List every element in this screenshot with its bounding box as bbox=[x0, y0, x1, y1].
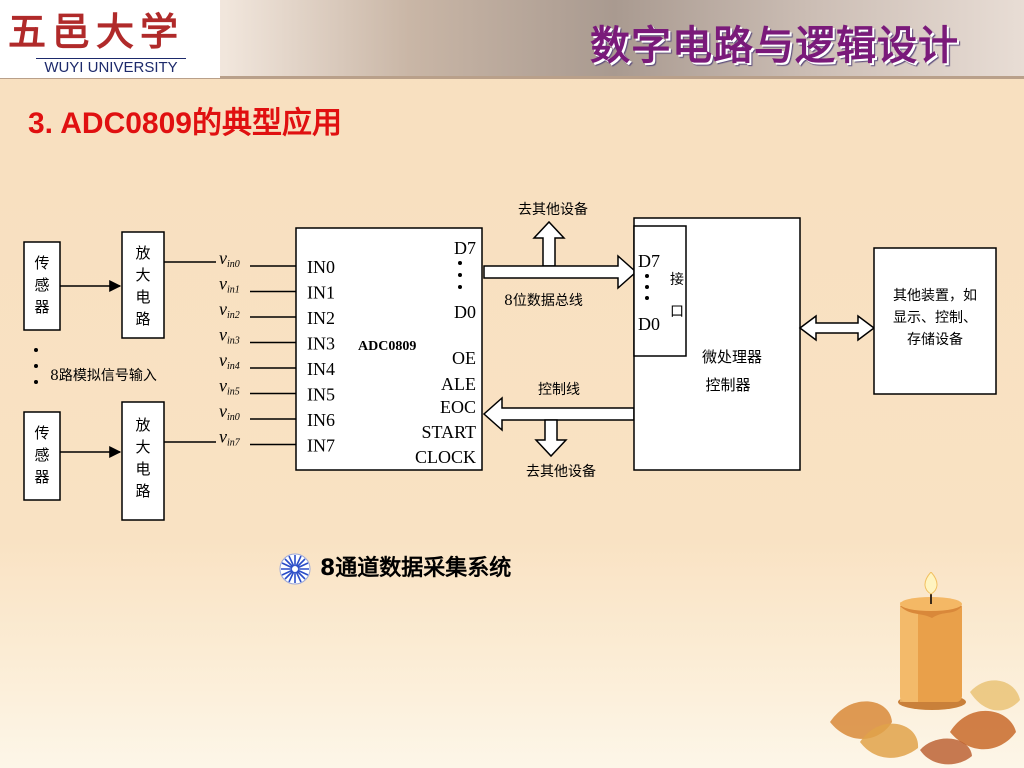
input-signal-label: vin7 bbox=[219, 427, 241, 449]
diagram-caption: 8通道数据采集系统 bbox=[278, 550, 598, 588]
up-arrow-other-devices bbox=[532, 220, 566, 267]
input-signal-label: vin1 bbox=[219, 274, 240, 296]
slide-title: 3. ADC0809的典型应用 bbox=[28, 107, 342, 140]
caption-text: 8通道数据采集系统 bbox=[320, 556, 512, 581]
adc-output-pin: START bbox=[422, 422, 476, 442]
other-devices-top-label: 去其他设备 bbox=[518, 201, 588, 218]
interface-pin-d0: D0 bbox=[638, 314, 660, 334]
input-signal-label: vin4 bbox=[219, 350, 240, 372]
ellipsis-dot bbox=[645, 274, 649, 278]
ellipsis-dot bbox=[645, 285, 649, 289]
interface-label-1: 接 bbox=[670, 271, 684, 288]
sensor-box-2 bbox=[23, 411, 61, 501]
adc-chip-box bbox=[295, 227, 483, 471]
other-devices-box bbox=[873, 247, 997, 395]
adc-input-pin: IN0 bbox=[307, 257, 335, 277]
ellipsis-dot bbox=[34, 348, 38, 352]
sensor-box-1 bbox=[23, 241, 61, 331]
ellipsis-dot bbox=[458, 261, 462, 265]
control-line-arrow bbox=[482, 396, 635, 432]
header-divider bbox=[0, 76, 1024, 79]
adc-output-pin: EOC bbox=[440, 397, 476, 417]
logo-english-text: WUYI UNIVERSITY bbox=[36, 58, 186, 77]
down-arrow-other-devices bbox=[534, 419, 568, 458]
adc-input-pin: IN2 bbox=[307, 308, 335, 328]
ellipsis-dot bbox=[34, 364, 38, 368]
adc-input-pin: IN4 bbox=[307, 359, 335, 379]
interface-label-2: 口 bbox=[670, 304, 684, 320]
input-signal-lines: vin0 vin1 vin2 vin3 vin4 vin5 vin0 vin7 bbox=[219, 248, 296, 449]
ellipsis-dot bbox=[645, 296, 649, 300]
interface-pin-d7: D7 bbox=[638, 251, 660, 271]
input-signal-label: vin0 bbox=[219, 401, 240, 423]
adc-chip-name: ADC0809 bbox=[358, 339, 416, 354]
adc-input-pin: IN7 bbox=[307, 436, 335, 456]
sensor-label-1: 传感器 bbox=[34, 254, 49, 316]
adc-output-pins: OE ALE EOC START CLOCK bbox=[415, 348, 476, 467]
adc-output-pin: CLOCK bbox=[415, 447, 476, 467]
other-devices-line-2: 显示、控制、 bbox=[893, 310, 977, 326]
other-devices-bottom-label: 去其他设备 bbox=[526, 463, 596, 480]
adc-input-pin: IN1 bbox=[307, 283, 335, 303]
controller-label: 控制器 bbox=[705, 376, 750, 394]
adc-output-pin: ALE bbox=[441, 374, 476, 394]
leaves-decoration bbox=[830, 680, 1020, 765]
input-signal-label: vin0 bbox=[219, 248, 240, 270]
input-signal-label: vin5 bbox=[219, 376, 240, 398]
adc-input-pin: IN6 bbox=[307, 410, 335, 430]
adc-pin-d7: D7 bbox=[454, 238, 476, 258]
adc-output-pin: OE bbox=[452, 348, 476, 368]
input-signal-label: vin3 bbox=[219, 325, 240, 347]
ellipsis-dot bbox=[34, 380, 38, 384]
microprocessor-label: 微处理器 bbox=[702, 348, 762, 366]
adc-input-pin: IN3 bbox=[307, 334, 335, 354]
candle-decoration bbox=[830, 572, 1020, 765]
data-bus-label: 8位数据总线 bbox=[504, 293, 583, 309]
sensor-label-2: 传感器 bbox=[34, 424, 49, 486]
amplifier-box-1 bbox=[121, 231, 165, 339]
logo-chinese-text: 五邑大学 bbox=[8, 9, 185, 54]
ellipsis-dot bbox=[458, 273, 462, 277]
analog-inputs-label: 8路模拟信号输入 bbox=[50, 368, 157, 384]
adc-pin-d0: D0 bbox=[454, 302, 476, 322]
interface-box bbox=[633, 225, 687, 357]
ellipsis-dot bbox=[458, 285, 462, 289]
data-acquisition-diagram: 传感器 放大电路 8路模拟信号输入 传感器 放大电路 vin0vin1vin2v… bbox=[23, 201, 997, 521]
other-devices-line-1: 其他装置，如 bbox=[893, 288, 977, 304]
data-bus-arrow bbox=[483, 254, 638, 290]
adc-input-pin: IN5 bbox=[307, 385, 335, 405]
amplifier-label-2: 放大电路 bbox=[135, 416, 150, 500]
caption-bullet-icon bbox=[279, 553, 311, 585]
course-title: 数字电路与逻辑设计 bbox=[590, 23, 959, 69]
other-devices-line-3: 存储设备 bbox=[907, 331, 963, 348]
university-logo: 五邑大学 WUYI UNIVERSITY bbox=[0, 0, 220, 78]
bidirectional-arrow bbox=[798, 314, 876, 342]
amplifier-box-2 bbox=[121, 401, 165, 521]
control-line-label: 控制线 bbox=[538, 382, 580, 398]
input-signal-label: vin2 bbox=[219, 299, 240, 321]
amplifier-label-1: 放大电路 bbox=[135, 244, 150, 328]
